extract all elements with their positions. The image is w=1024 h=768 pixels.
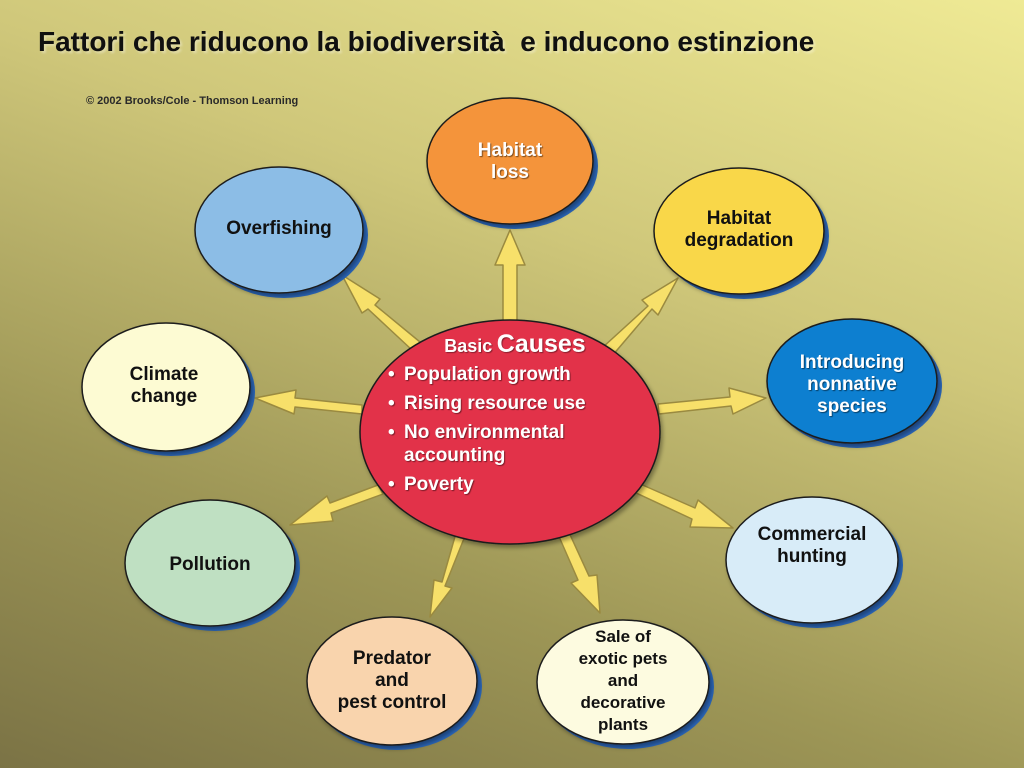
- habitat-degradation-node: [653, 167, 825, 295]
- arrow-to-habitat-degradation: [601, 277, 679, 357]
- habitat-loss-label: Habitat loss: [450, 135, 570, 189]
- label-line: plants: [597, 715, 649, 734]
- introducing-node: [766, 318, 938, 444]
- label-line: decorative: [580, 693, 666, 712]
- basic-causes-box: Basic Causes Population growth Rising re…: [380, 330, 650, 510]
- introducing-label: Introducing nonnative species: [777, 347, 927, 423]
- causes-label: Causes: [496, 330, 586, 358]
- label-line: loss: [490, 162, 530, 183]
- commercial-label: Commercial hunting: [737, 519, 887, 573]
- label-line: hunting: [777, 546, 847, 567]
- cause-item: Population growth: [388, 363, 650, 386]
- copyright-notice: © 2002 Brooks/Cole - Thomson Learning: [86, 95, 299, 107]
- overfishing-node: [194, 166, 364, 294]
- arrow-to-climate: [254, 389, 363, 415]
- arrow-to-pollution: [289, 484, 384, 526]
- label-line: nonnative: [807, 374, 897, 395]
- label-line: Commercial: [757, 524, 867, 545]
- label-line: Overfishing: [226, 218, 332, 239]
- arrow-to-commercial: [633, 482, 734, 529]
- predator-label: Predator and pest control: [317, 643, 467, 719]
- label-line: Habitat: [477, 140, 543, 161]
- label-line: change: [130, 386, 198, 407]
- label-line: and: [375, 670, 409, 691]
- label-line: exotic pets: [578, 649, 668, 668]
- habitat-loss-node: [426, 97, 594, 225]
- cause-item: Poverty: [388, 473, 650, 496]
- basic-causes-title: Basic Causes: [380, 330, 650, 359]
- arrow-to-introducing: [657, 387, 767, 415]
- sale-node: [536, 619, 710, 745]
- commercial-node: [725, 496, 899, 624]
- climate-node: [81, 322, 251, 452]
- cause-item: Rising resource use: [388, 392, 650, 415]
- label-line: Habitat: [706, 208, 772, 229]
- basic-label: Basic: [444, 336, 493, 356]
- page-title: Fattori che riducono la biodiversità e i…: [38, 26, 815, 57]
- arrow-to-sale: [556, 527, 601, 614]
- sale-label: Sale of exotic pets and decorative plant…: [553, 625, 693, 737]
- arrow-to-overfishing: [341, 274, 421, 351]
- label-line: Climate: [129, 364, 199, 385]
- label-line: and: [607, 671, 639, 690]
- label-line: Predator: [352, 648, 432, 669]
- label-line: species: [817, 396, 887, 417]
- label-line: Pollution: [169, 554, 251, 575]
- cause-item: No environmental accounting: [388, 421, 650, 467]
- pollution-node: [124, 499, 296, 627]
- climate-label: Climate change: [96, 359, 232, 413]
- overfishing-label: Overfishing: [209, 214, 349, 244]
- label-line: pest control: [337, 692, 447, 713]
- label-line: Introducing: [799, 352, 905, 373]
- label-line: Sale of: [595, 627, 651, 646]
- pollution-label: Pollution: [140, 550, 280, 580]
- label-line: degradation: [684, 230, 794, 251]
- habitat-degradation-label: Habitat degradation: [669, 203, 809, 257]
- causes-list: Population growth Rising resource use No…: [380, 363, 650, 496]
- arrow-to-predator: [429, 532, 466, 618]
- predator-node: [306, 616, 478, 746]
